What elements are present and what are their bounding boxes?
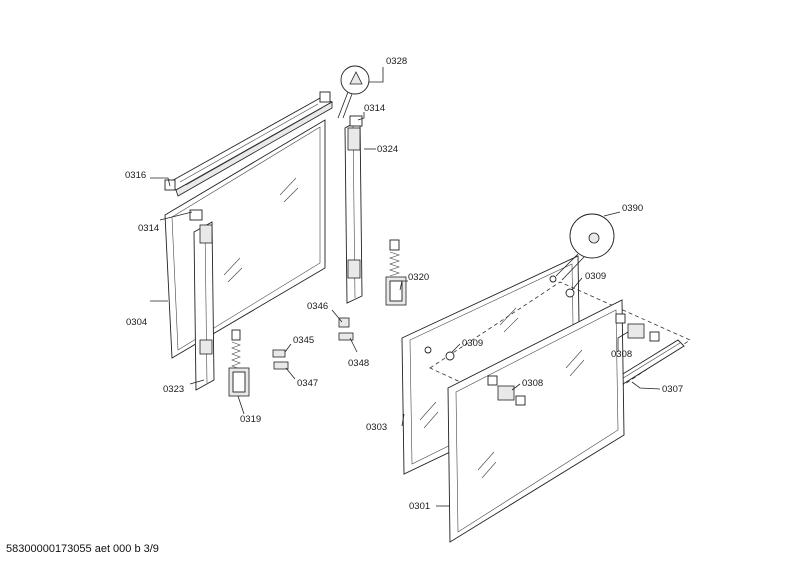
label-0324: 0324 <box>377 144 398 155</box>
label-0323: 0323 <box>163 384 184 395</box>
leader-lines <box>150 67 661 507</box>
small-clips <box>272 317 354 370</box>
right-hinge-rail <box>344 115 363 304</box>
document-id-footer: 58300000173055 aet 000 b 3/9 <box>6 543 159 555</box>
label-0308-right: 0308 <box>611 349 632 360</box>
label-0390: 0390 <box>622 203 643 214</box>
label-0316: 0316 <box>125 170 146 181</box>
outer-front-glass <box>447 299 625 543</box>
label-0314-top: 0314 <box>364 103 385 114</box>
label-0348: 0348 <box>348 358 369 369</box>
label-0328: 0328 <box>386 56 407 67</box>
right-hinge-spring <box>385 239 407 306</box>
detail-magnifier-top <box>337 65 370 119</box>
label-0314-left: 0314 <box>138 223 159 234</box>
handle-brackets <box>487 313 660 406</box>
spacers <box>424 275 575 361</box>
top-trim-strip <box>164 91 333 197</box>
label-0309-lower: 0309 <box>462 338 483 349</box>
label-0309-upper: 0309 <box>585 271 606 282</box>
label-0303: 0303 <box>366 422 387 433</box>
label-0346: 0346 <box>307 301 328 312</box>
detail-magnifier-right <box>555 213 615 281</box>
label-0301: 0301 <box>409 501 430 512</box>
label-0307: 0307 <box>662 384 683 395</box>
label-0320: 0320 <box>408 272 429 283</box>
label-0319: 0319 <box>240 414 261 425</box>
part-labels: 0328 0314 0324 0316 0314 0304 0320 0346 … <box>125 56 683 512</box>
left-hinge-spring <box>228 329 250 397</box>
label-0345: 0345 <box>293 335 314 346</box>
left-hinge-rail <box>189 209 215 391</box>
label-0308-left: 0308 <box>522 378 543 389</box>
label-0347: 0347 <box>297 378 318 389</box>
label-0304: 0304 <box>126 317 147 328</box>
